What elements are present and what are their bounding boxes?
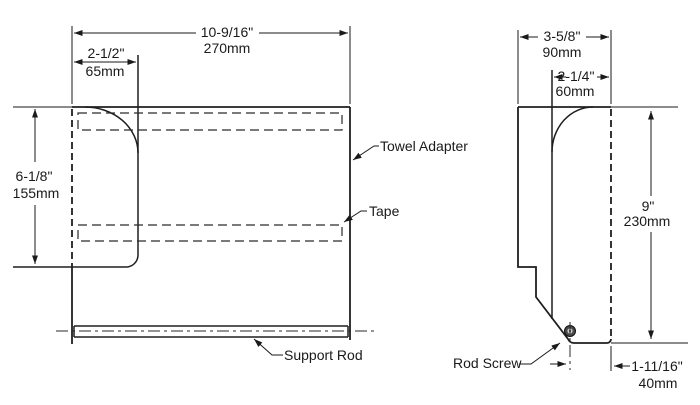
- dim-front-width-mm: 270mm: [204, 40, 251, 56]
- dim-side-height-in: 9": [642, 198, 655, 214]
- front-view: 10-9/16" 270mm 2-1/2" 65mm 6-1/8" 155mm …: [13, 24, 469, 363]
- dim-side-inset-mm: 60mm: [556, 83, 595, 99]
- dim-front-width-in: 10-9/16": [201, 24, 253, 40]
- side-corner-curve: [551, 106, 594, 153]
- dim-side-depth: 3-5/8" 90mm: [517, 28, 612, 104]
- dim-side-rod-offset-mm: 40mm: [639, 375, 678, 391]
- front-corner-curve: [84, 106, 139, 154]
- support-rod: [56, 325, 374, 338]
- rod-screw-leader: [519, 342, 561, 365]
- dim-side-inset: 2-1/4" 60mm: [554, 68, 609, 99]
- side-view: 3-5/8" 90mm 2-1/4" 60mm 9" 230mm 1-11/16…: [453, 28, 688, 391]
- dim-front-width: 10-9/16" 270mm: [71, 24, 351, 104]
- label-towel-adapter: Towel Adapter: [352, 138, 468, 161]
- dim-front-flange-mm: 65mm: [86, 63, 125, 79]
- tape-strip-top: [77, 112, 343, 131]
- dim-side-depth-mm: 90mm: [543, 44, 582, 60]
- support-rod-leader: [253, 338, 283, 356]
- dim-side-rod-offset-in: 1-11/16": [631, 358, 682, 374]
- side-bottom-corner: [606, 338, 612, 344]
- dim-side-height-mm: 230mm: [624, 213, 671, 229]
- dim-front-height-in: 6-1/8": [16, 168, 53, 184]
- rod-screw-icon: [564, 322, 576, 370]
- dim-side-rod-offset: 1-11/16" 40mm: [550, 346, 683, 391]
- tape-leader: [343, 210, 367, 223]
- side-left-profile: [517, 107, 607, 344]
- dim-front-height: 6-1/8" 155mm: [13, 106, 72, 264]
- front-flange-vertical: [125, 55, 139, 268]
- towel-adapter-leader: [352, 145, 379, 161]
- towel-adapter-label: Towel Adapter: [380, 138, 468, 154]
- rod-screw-label: Rod Screw: [453, 355, 522, 371]
- label-support-rod: Support Rod: [253, 338, 363, 363]
- dim-front-flange-in: 2-1/2": [88, 45, 125, 61]
- support-rod-label: Support Rod: [284, 347, 363, 363]
- tape-strip-bottom: [77, 224, 343, 242]
- dim-side-height: 9" 230mm: [611, 106, 688, 344]
- dim-front-height-mm: 155mm: [13, 185, 60, 201]
- label-tape: Tape: [343, 203, 400, 223]
- dim-side-inset-in: 2-1/4": [558, 68, 595, 84]
- label-rod-screw: Rod Screw: [453, 342, 561, 371]
- dim-front-flange: 2-1/2" 65mm: [74, 45, 136, 79]
- tape-label: Tape: [369, 203, 400, 219]
- dim-side-depth-in: 3-5/8": [544, 28, 581, 44]
